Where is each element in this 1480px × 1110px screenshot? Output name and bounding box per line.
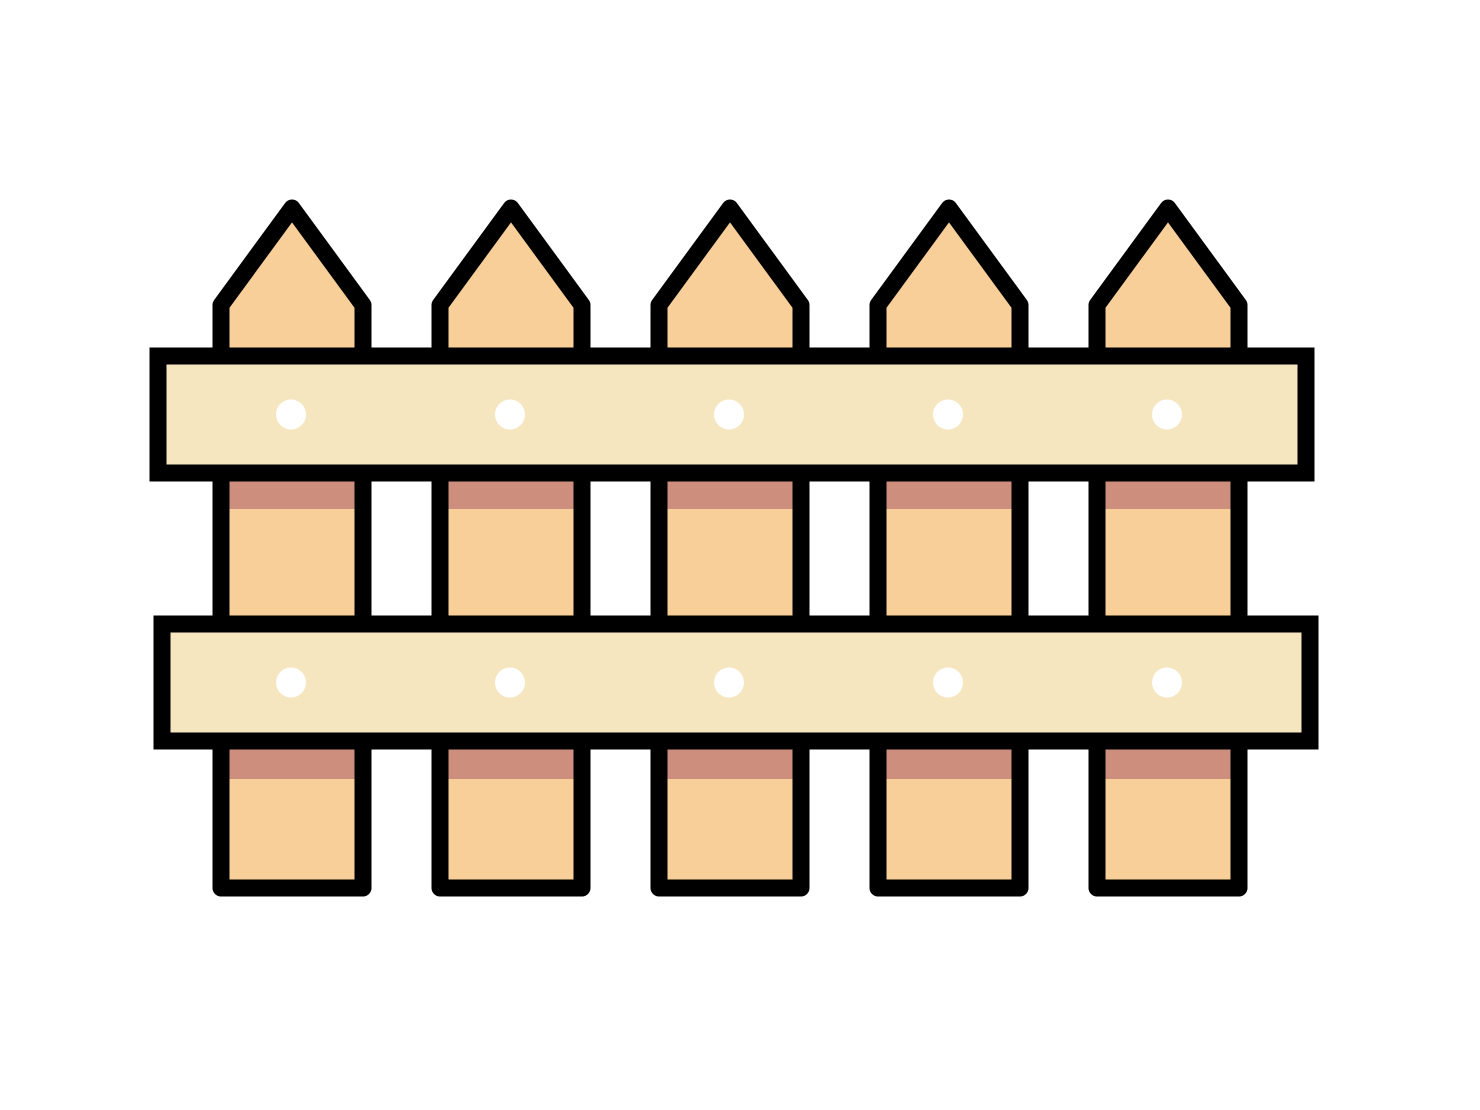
picket-outline <box>431 199 591 897</box>
upper-rail <box>149 347 1315 482</box>
picket-outline <box>212 199 372 897</box>
nail-icon <box>495 667 525 698</box>
pickets-group <box>212 199 1248 897</box>
nail-icon <box>933 399 963 430</box>
picket <box>869 199 1029 897</box>
picket-body <box>221 208 363 888</box>
nail-icon <box>1152 399 1182 430</box>
picket-outline <box>869 199 1029 897</box>
picket-outline <box>1088 199 1248 897</box>
nail-icon <box>276 399 306 430</box>
nail-icon <box>1152 667 1182 698</box>
nail-icon <box>495 399 525 430</box>
picket <box>212 199 372 897</box>
rails-group <box>149 347 1319 750</box>
picket-body <box>878 208 1020 888</box>
nail-icon <box>276 667 306 698</box>
picket <box>431 199 591 897</box>
picket-body <box>659 208 801 888</box>
picket-body <box>440 208 582 888</box>
picket-outline <box>650 199 810 897</box>
picket <box>1088 199 1248 897</box>
picket-body <box>1097 208 1239 888</box>
lower-rail <box>153 615 1319 750</box>
nail-icon <box>714 399 744 430</box>
nail-icon <box>933 667 963 698</box>
picket <box>650 199 810 897</box>
nail-icon <box>714 667 744 698</box>
